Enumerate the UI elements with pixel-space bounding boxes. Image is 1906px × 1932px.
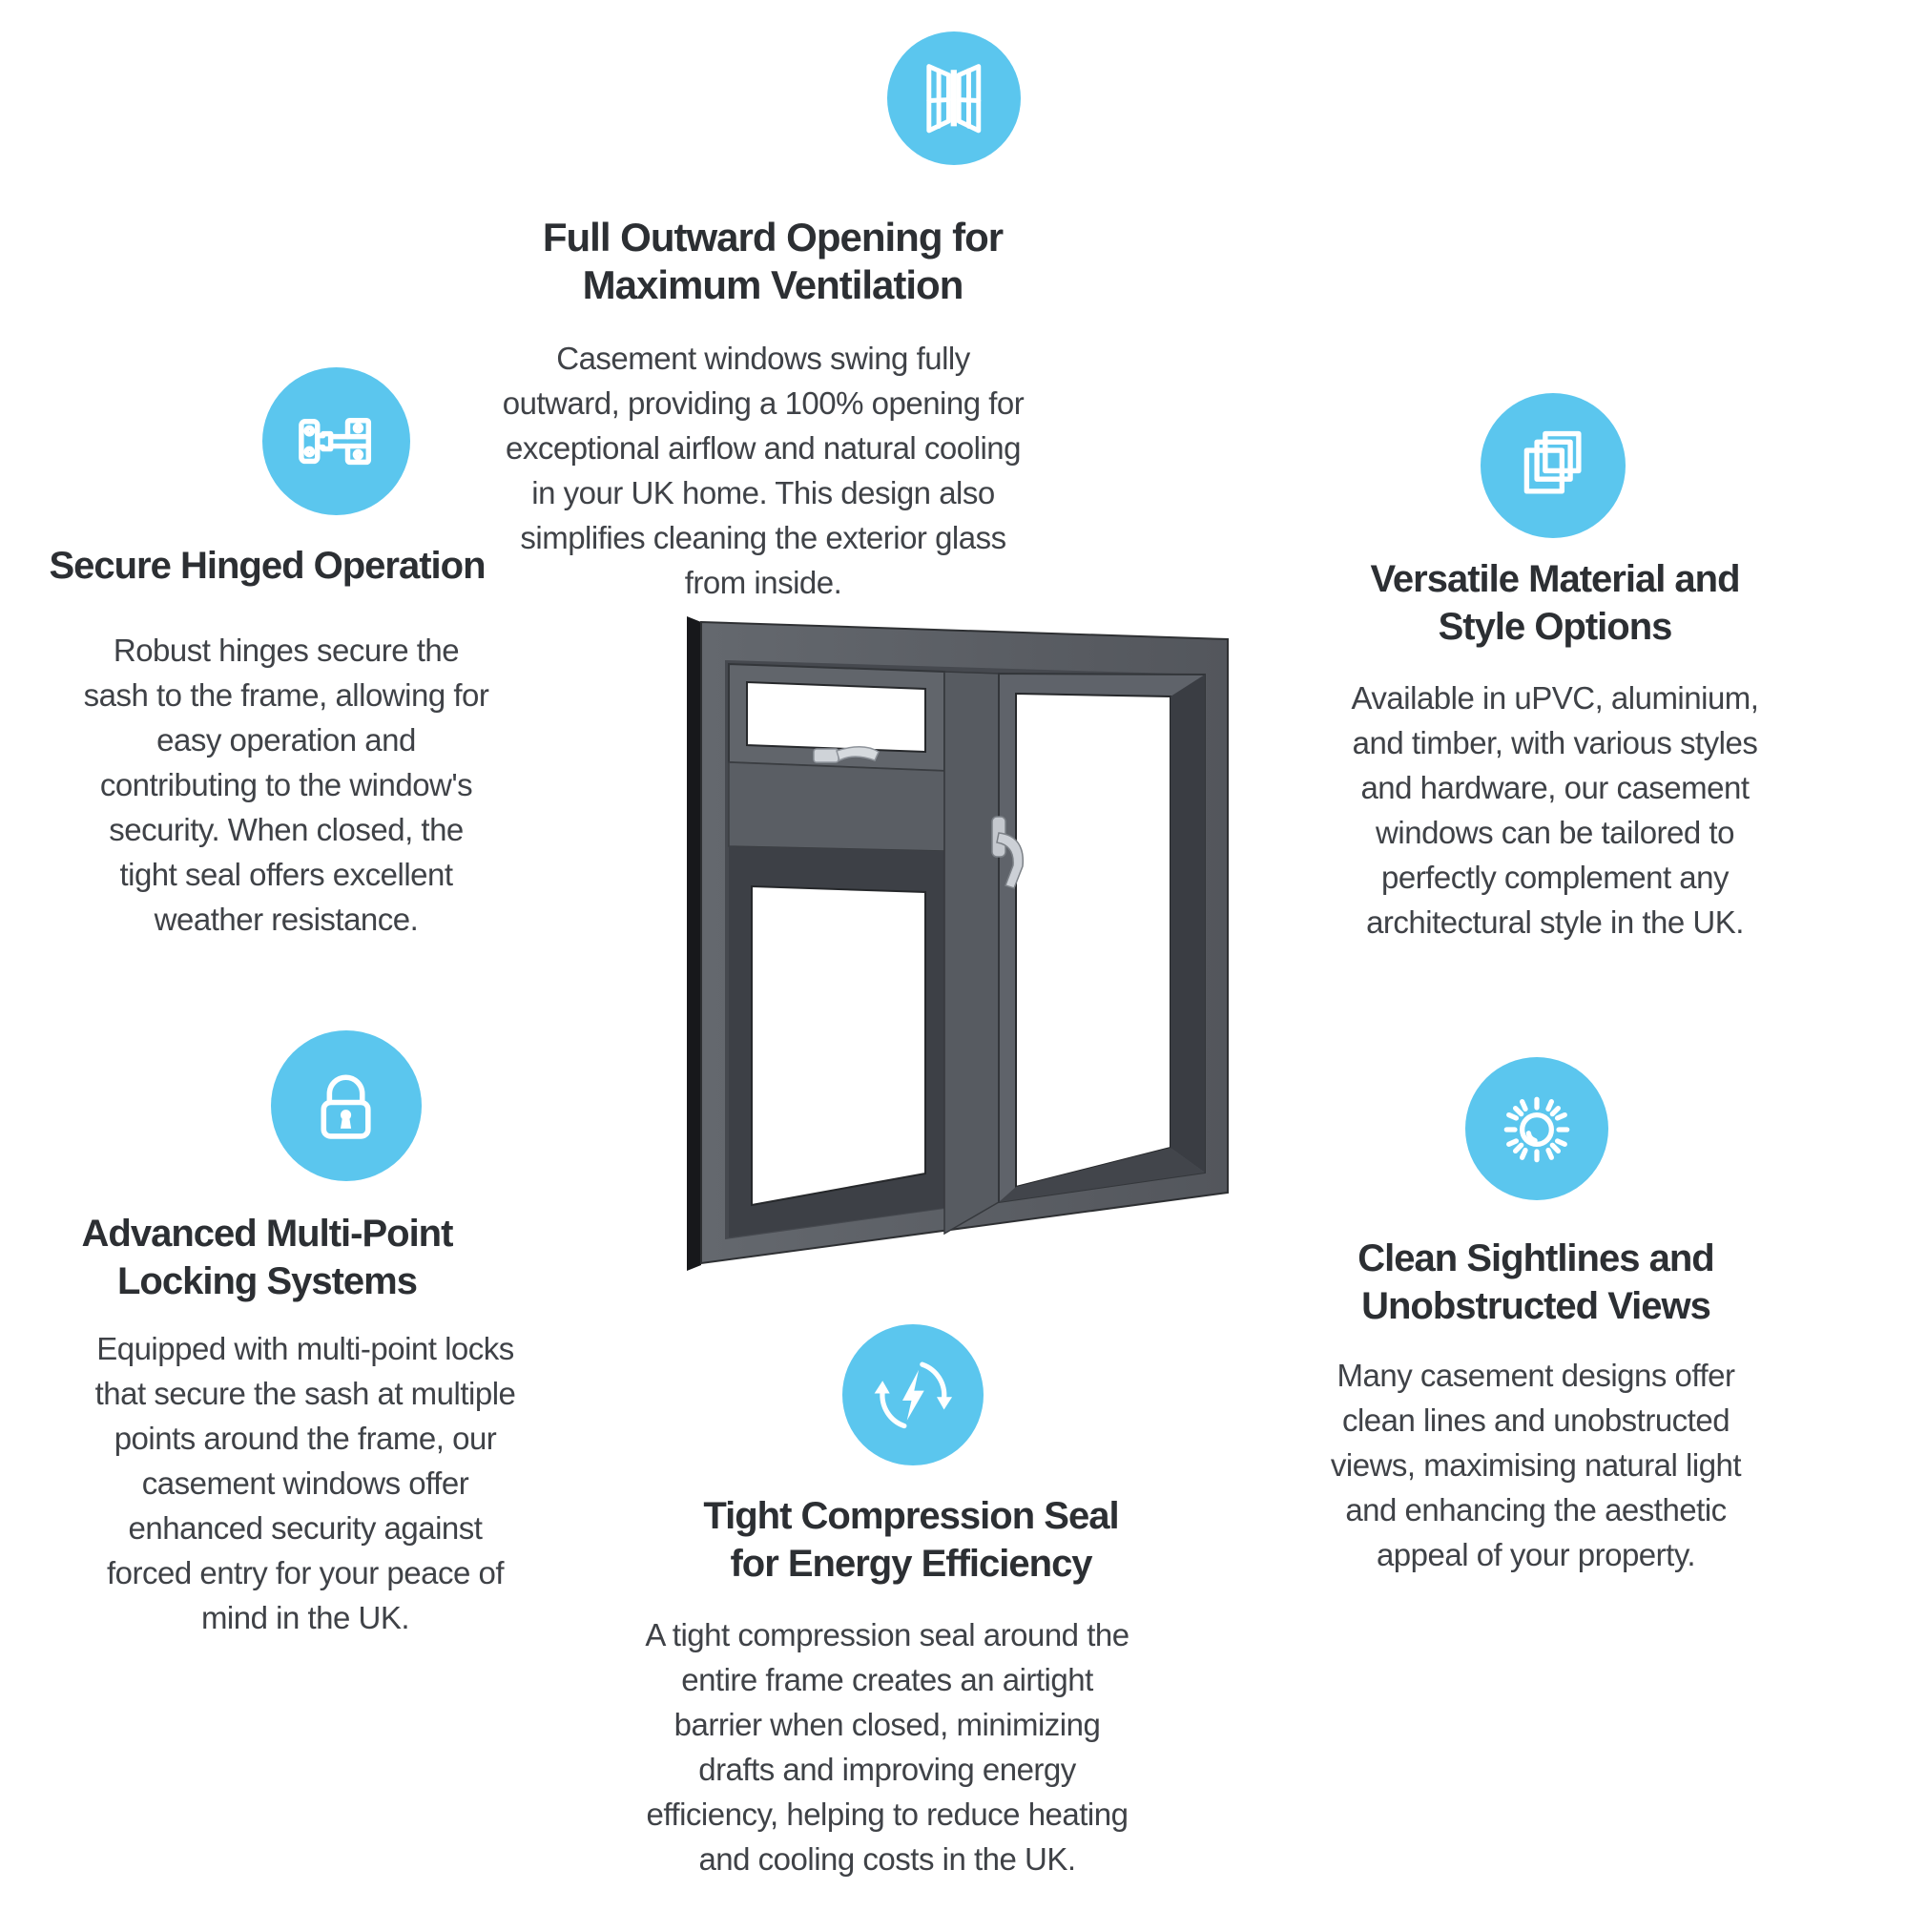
icon-circle [1465,1057,1608,1200]
window-mullion [943,671,1000,1236]
icon-circle [271,1030,422,1181]
right-sash-bottom-bevel [999,1148,1205,1202]
right-sash-side-bevel [1171,675,1205,1173]
transom-bar [728,761,945,852]
icon-circle [842,1324,984,1465]
sun-icon [1503,1096,1570,1163]
right-sash-glass [1015,692,1171,1189]
stacked-squares-icon [1524,431,1582,494]
feature-heading: Clean Sightlines and Unobstructed Views [1357,1237,1714,1327]
feature-body: Equipped with multi-point locks that sec… [94,1331,516,1635]
casement-window-illustration [687,616,1229,1271]
feature-heading: Full Outward Opening for Maximum Ventila… [542,215,1004,307]
feature-heading: Versatile Material and Style Options [1370,558,1740,648]
icon-circle [1481,393,1626,538]
feature-heading: Tight Compression Seal for Energy Effici… [703,1495,1119,1585]
window-left-edge [687,616,701,1271]
icon-circle [262,367,410,515]
padlock-icon [321,1074,372,1140]
feature-heading: Advanced Multi-Point Locking Systems [81,1213,454,1302]
open-window-icon [926,64,982,134]
window-handle [991,816,1025,889]
bottom-pane-glass [751,884,926,1207]
feature-heading: Secure Hinged Operation [49,545,486,587]
hinge-icon [299,417,371,466]
feature-body: Robust hinges secure the sash to the fra… [83,633,489,937]
feature-body: Many casement designs offer clean lines … [1330,1358,1742,1572]
feature-body: Casement windows swing fully outward, pr… [502,341,1025,600]
feature-body: A tight compression seal around the enti… [645,1617,1129,1877]
feature-body: Available in uPVC, aluminium, and timber… [1351,680,1759,940]
top-sash-latch [813,746,880,763]
top-sash-glass [746,680,926,754]
icon-circle [887,31,1021,165]
energy-cycle-icon [874,1361,952,1428]
